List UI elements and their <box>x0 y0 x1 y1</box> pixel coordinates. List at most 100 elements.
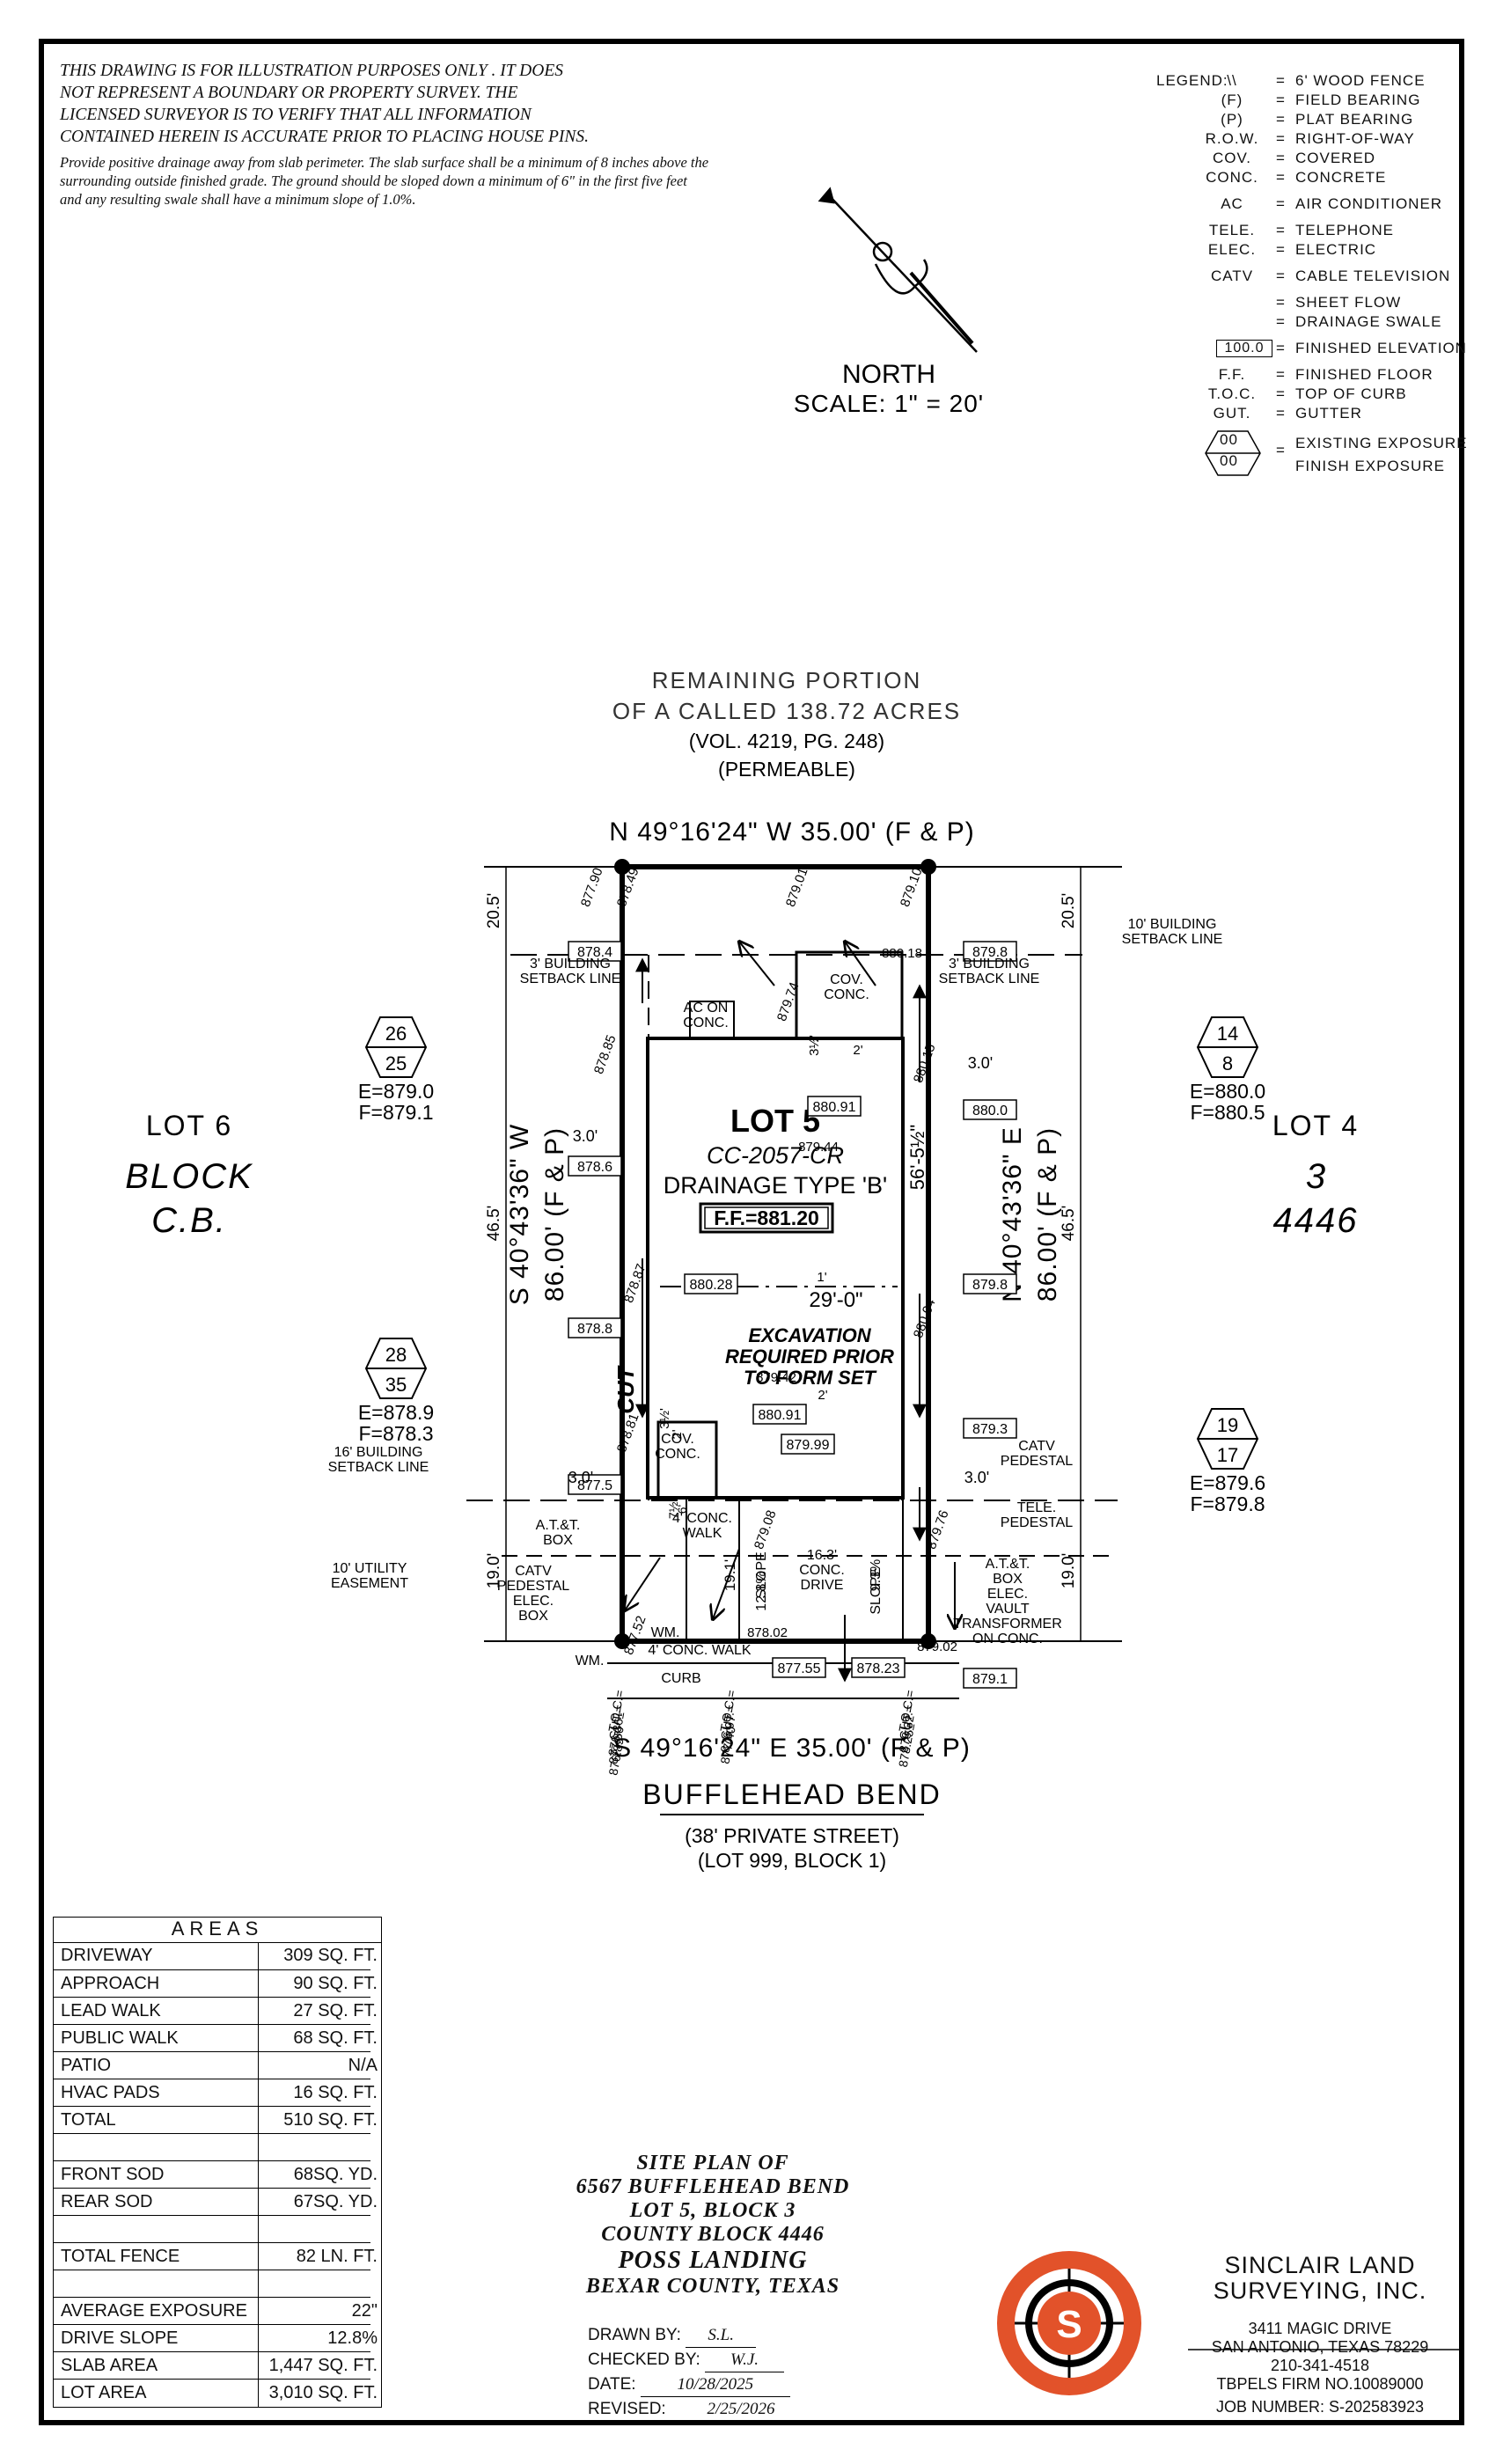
dimension-label: 3½' <box>657 1408 672 1429</box>
areas-label: APPROACH <box>61 1974 160 1993</box>
spot-elevation: 880.18 <box>882 946 922 961</box>
finish-elevation: F=878.3 <box>358 1422 433 1445</box>
legend-symbol: COV. <box>1212 150 1251 166</box>
finish-exposure: 35 <box>385 1374 407 1396</box>
dimension-label: 3.0' <box>573 1127 598 1145</box>
legend-symbol: CATV <box>1210 268 1254 284</box>
att-vault-label: BOX <box>993 1572 1023 1587</box>
date-value: 10/28/2025 <box>640 2372 790 2397</box>
top-of-curb-label: 877.36 <box>605 1725 626 1764</box>
catv-pedestal-label: PEDESTAL <box>1001 1454 1074 1469</box>
cut-label: CUT <box>612 1365 639 1414</box>
lot-4-label: LOT 4 <box>1272 1110 1359 1141</box>
areas-label: LEAD WALK <box>61 2001 161 2020</box>
catv-pedestal-label: BOX <box>518 1609 548 1624</box>
corner-pin <box>614 859 630 875</box>
areas-label: SLAB AREA <box>61 2356 158 2375</box>
areas-value: N/A <box>348 2056 378 2075</box>
legend-symbol: (F) <box>1221 92 1243 108</box>
legend-equals: = <box>1276 294 1286 311</box>
boxed-elevation: 879.8 <box>972 945 1008 960</box>
legend-exposure-symbol: 00 <box>1220 431 1238 448</box>
areas-title: AREAS <box>54 1918 381 1943</box>
remaining-line-1: REMAINING PORTION <box>652 667 922 693</box>
areas-label: REAR SOD <box>61 2192 153 2211</box>
areas-row <box>54 2215 370 2243</box>
legend-equals: = <box>1276 92 1286 108</box>
boxed-elevation: 879.1 <box>972 1672 1008 1687</box>
boxed-elevation: 878.6 <box>577 1160 612 1175</box>
house-slab <box>646 1037 905 1500</box>
att-box-label: BOX <box>543 1533 573 1548</box>
checked-label: CHECKED BY: <box>588 2350 700 2369</box>
areas-value: 510 SQ. FT. <box>283 2110 378 2130</box>
areas-label: HVAC PADS <box>61 2083 160 2102</box>
legend-description: GUTTER <box>1295 405 1362 422</box>
site-plan-line: 6567 BUFFLEHEAD BEND <box>576 2175 850 2198</box>
spot-elevation: 879.02 <box>917 1639 957 1654</box>
revised-label: REVISED: <box>588 2400 666 2418</box>
finish-elevation: F=879.1 <box>358 1101 433 1124</box>
ac-pad <box>689 1001 735 1039</box>
walk-label: WALK <box>683 1526 722 1541</box>
company-block: SINCLAIR LAND SURVEYING, INC. 3411 MAGIC… <box>1179 2253 1461 2420</box>
logo-ring-icon <box>997 2251 1141 2395</box>
existing-elevation: E=880.0 <box>1190 1080 1265 1103</box>
bearing-bottom: S 49°16'24" E 35.00' (F & P) <box>613 1734 971 1763</box>
areas-value: 3,010 SQ. FT. <box>268 2383 378 2402</box>
site-plan-line: SITE PLAN OF <box>636 2152 789 2174</box>
legend-symbol: GUT. <box>1213 405 1251 422</box>
finish-elevation: F=880.5 <box>1190 1101 1265 1124</box>
company-address-1: 3411 MAGIC DRIVE <box>1248 2320 1392 2337</box>
boxed-elevation-frame <box>851 1657 906 1678</box>
legend-equals: = <box>1276 442 1286 458</box>
dimension-label: 7½' <box>666 1500 680 1519</box>
setback-label: SETBACK LINE <box>939 972 1040 986</box>
dimension-label: 20.5' <box>485 893 503 929</box>
legend-equals: = <box>1276 313 1286 330</box>
drawn-block: DRAWN BY: S.L. CHECKED BY: W.J. DATE: 10… <box>588 2323 811 2422</box>
att-vault-label: TRANSFORMER <box>953 1617 1062 1632</box>
dimension-label: 1' <box>817 1270 826 1285</box>
dimension-label: 2' <box>853 1043 862 1058</box>
existing-elevation: E=879.0 <box>358 1080 434 1103</box>
sheet-flow-arrow <box>625 1557 661 1610</box>
boxed-elevation-frame <box>963 941 1017 962</box>
legend-symbol: R.O.W. <box>1205 130 1259 147</box>
boxed-elevation-frame <box>568 1317 622 1338</box>
areas-value: 67SQ. YD. <box>293 2192 378 2211</box>
legend-symbol: (P) <box>1221 111 1243 128</box>
spot-elevation: 879.10 <box>898 866 926 909</box>
corner-pin <box>920 859 936 875</box>
cb-left-label: C.B. <box>151 1201 227 1240</box>
block-right-label: 3 <box>1306 1157 1325 1196</box>
areas-value: 16 SQ. FT. <box>293 2083 378 2102</box>
legend-equals: = <box>1276 169 1286 186</box>
spot-elevation: 879.01 <box>783 866 811 909</box>
slope-label: 12.8% <box>754 1571 769 1610</box>
excavation-line: REQUIRED PRIOR <box>725 1346 894 1368</box>
bearing-left-distance: 86.00' (F & P) <box>540 1127 569 1302</box>
legend-description: FIELD BEARING <box>1295 92 1421 108</box>
spot-elevation: 878.87 <box>621 1262 649 1305</box>
dimension-label: 3.0' <box>964 1469 989 1486</box>
disclaimer-line: THIS DRAWING IS FOR ILLUSTRATION PURPOSE… <box>60 62 563 80</box>
top-of-curb-label: GUT.= <box>897 1704 917 1741</box>
boxed-elevation-frame <box>963 1099 1017 1120</box>
legend: LEGEND: \\=6' WOOD FENCE(F)=FIELD BEARIN… <box>1135 72 1467 476</box>
drainage-note: Provide positive drainage away from slab… <box>60 154 709 208</box>
plan-number: CC-2057-CR <box>707 1142 844 1169</box>
drawn-label: DRAWN BY: <box>588 2326 681 2344</box>
legend-description: ELECTRIC <box>1295 241 1377 258</box>
top-of-curb-label: 877.40 <box>717 1725 737 1764</box>
spot-elevation: 878.02 <box>747 1625 788 1640</box>
legend-symbol: CONC. <box>1206 169 1258 186</box>
legend-description: FINISHED ELEVATION <box>1295 340 1467 356</box>
bearing-right: N 40°43'36" E <box>998 1126 1027 1302</box>
